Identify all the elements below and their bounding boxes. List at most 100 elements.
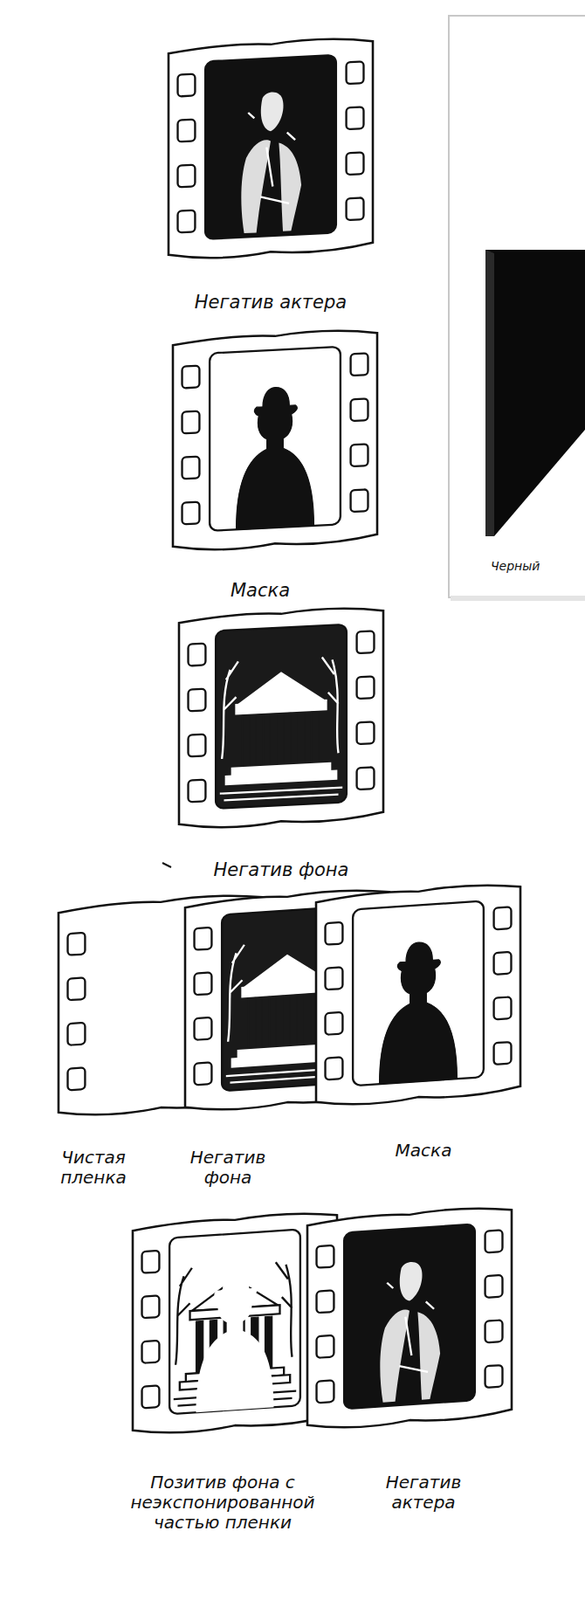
pediment [238,670,324,705]
sprocket-hole [357,630,375,654]
actor-body [379,1307,441,1403]
column [275,995,283,1047]
caption-label: Позитив фона с неэкспонированной частью … [113,1472,332,1533]
column [297,712,305,764]
steps [226,770,337,785]
column [261,996,269,1048]
photo-panel [448,15,585,598]
caption-label: Маска [366,1140,481,1161]
actor-face [261,91,284,132]
sprocket-hole [325,1056,344,1080]
sprocket-hole [351,488,369,512]
sprocket-hole [194,1061,213,1085]
picture-area [215,624,347,809]
film-strip [172,328,378,552]
caption-label: Негатив фона [178,1147,277,1188]
backdrop-edge [485,249,495,537]
column [242,715,250,767]
sprocket-hole [194,1017,213,1040]
sprocket-hole [316,1379,335,1403]
sprocket-hole [182,502,200,525]
sprocket-hole [68,977,86,1000]
tick-mark [162,862,172,868]
sprocket-hole [351,443,369,467]
unexposed-area [196,1267,275,1412]
caption-label: Черный [490,558,579,573]
picture-area [352,901,484,1087]
sprocket-hole [194,971,213,995]
sprocket-hole [494,951,512,975]
sprocket-hole [485,1364,503,1388]
sprocket-hole [325,1011,344,1035]
sprocket-hole [142,1340,160,1363]
sprocket-hole [182,456,200,480]
black-backdrop [485,249,585,537]
film-frame [316,881,521,1108]
sprocket-hole [182,365,200,389]
caption-label: Негатив фона [185,859,378,881]
film-strip [316,881,521,1108]
sprocket-hole [188,779,207,803]
sprocket-hole [494,1041,512,1065]
caption-label: Чистая пленка [45,1147,142,1188]
picture-area [205,55,337,240]
column [269,713,277,765]
sprocket-hole [188,688,207,712]
film-frame [172,328,378,552]
caption-label: Негатив актера [174,291,367,313]
sprocket-hole [142,1294,160,1318]
silhouette [379,939,458,1084]
sprocket-hole [316,1289,335,1313]
sprocket-hole [178,165,196,188]
column [311,711,319,764]
column [283,712,291,764]
actor-detail [247,110,296,206]
silhouette [236,385,315,530]
caption-label: Маска [190,579,331,601]
sprocket-hole [494,996,512,1019]
film-frame [178,605,384,830]
sprocket-hole [142,1250,160,1274]
sprocket-hole [316,1245,335,1268]
trees [220,655,343,800]
sprocket-hole [351,352,369,376]
column [248,997,256,1049]
sprocket-hole [357,675,375,699]
panel-shadow [450,595,585,601]
sprocket-hole [325,922,344,945]
column [303,993,311,1046]
column [289,994,297,1047]
film-strip [168,36,373,261]
picture-area [169,1229,301,1415]
sprocket-hole [178,210,196,234]
actor-detail [386,1279,434,1375]
film-strip [178,605,384,830]
sprocket-hole [316,1335,335,1358]
sprocket-hole [178,119,196,143]
sprocket-hole [188,643,207,667]
sprocket-hole [485,1319,503,1343]
sprocket-hole [485,1274,503,1298]
sprocket-hole [182,411,200,434]
film-strip [307,1204,512,1431]
column [255,714,263,766]
sprocket-hole [494,906,512,930]
sprocket-hole [357,721,375,744]
sprocket-hole [188,734,207,758]
sprocket-hole [485,1229,503,1253]
sprocket-hole [68,932,86,956]
picture-area [209,346,341,531]
sprocket-hole [142,1384,160,1408]
caption-label: Негатив актера [366,1472,481,1513]
sprocket-hole [357,766,375,790]
picture-area [344,1224,475,1410]
actor-face [399,1260,423,1301]
sprocket-hole [68,1022,86,1046]
sprocket-hole [346,61,365,84]
sprocket-hole [351,398,369,421]
sprocket-hole [346,106,365,130]
sprocket-hole [178,74,196,97]
sprocket-hole [346,197,365,221]
film-frame [168,36,373,261]
